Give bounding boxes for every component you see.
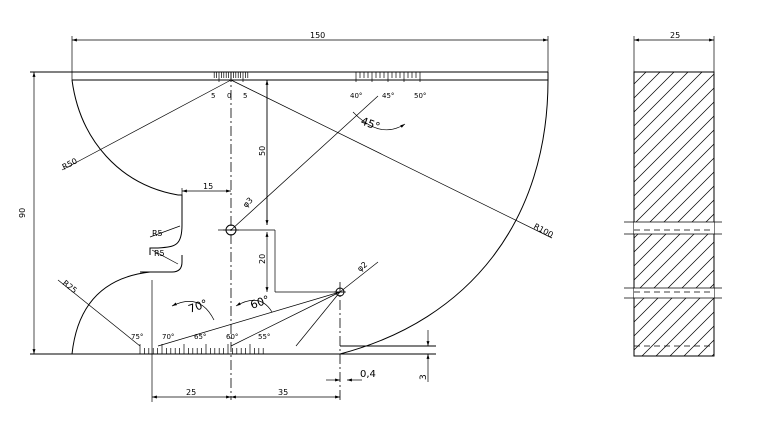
hatch-line <box>740 56 768 356</box>
angle-arcs <box>171 111 406 321</box>
hatch-line <box>697 339 714 356</box>
hole-small <box>334 287 346 297</box>
hatch-line <box>634 269 714 351</box>
hatch-line <box>634 185 714 267</box>
hatch-line <box>634 115 714 197</box>
angle-45-label: 45° <box>359 115 382 134</box>
angle-60-label: 60° <box>249 293 272 312</box>
scale-top-50: 50° <box>414 92 426 100</box>
scale-bottom-65: 65° <box>194 333 206 341</box>
hatch-line <box>634 87 714 169</box>
hatch-line <box>634 72 661 99</box>
hatch-line <box>634 72 675 113</box>
dim-90-label: 90 <box>18 208 27 218</box>
guide-lines <box>57 79 553 347</box>
hatch-line <box>634 143 714 225</box>
hole-large <box>223 224 239 236</box>
scale-top-45: 45° <box>382 92 394 100</box>
hatch-line <box>634 73 714 155</box>
hatch-line <box>634 241 714 323</box>
slit-depth-label: 3 <box>419 374 429 380</box>
hatch-line <box>669 311 714 356</box>
dim-35-bottom-label: 35 <box>278 388 288 397</box>
hatch-line <box>634 129 714 211</box>
hatch-line <box>634 171 714 253</box>
radius-r100-label: R100 <box>532 222 555 240</box>
hatch-line <box>348 56 648 356</box>
radius-r50-label: R50 <box>61 156 79 171</box>
radius-r5-lower-label: R5 <box>154 249 165 258</box>
hatch-line <box>334 56 634 356</box>
hatch-line <box>634 157 714 239</box>
radius-r25-label: R25 <box>61 278 79 295</box>
scale-top-5-left: 5 <box>211 92 215 100</box>
slit-width-label: 0,4 <box>360 369 376 380</box>
dimension-lines <box>32 36 549 402</box>
hatch-line <box>711 353 714 356</box>
scale-bottom-70: 70° <box>162 333 174 341</box>
hatch-line <box>634 227 714 309</box>
hatch-line <box>634 101 714 183</box>
top-scale-ticks <box>213 72 249 82</box>
scale-top-40: 40° <box>350 92 362 100</box>
hatch-line <box>634 255 714 337</box>
angle-70-label: 70° <box>187 297 210 316</box>
hatch-line <box>683 325 714 356</box>
hatch-line <box>726 56 768 356</box>
dim-50-label: 50 <box>258 146 267 156</box>
hole-small-label: φ2 <box>356 260 370 274</box>
hatch-line <box>634 72 703 141</box>
dim-150-label: 150 <box>310 31 325 40</box>
dim-20-label: 20 <box>258 254 267 264</box>
bottom-scale-ticks <box>139 344 264 354</box>
hatch-line <box>655 297 714 356</box>
side-view <box>334 36 768 357</box>
dim-25-bottom-label: 25 <box>186 388 196 397</box>
angle-scale-ticks <box>355 72 421 82</box>
hatch-line <box>641 283 714 356</box>
scale-bottom-75: 75° <box>131 333 143 341</box>
hatch-line <box>634 72 689 127</box>
hatch-line <box>634 199 714 281</box>
scale-bottom-55: 55° <box>258 333 270 341</box>
scale-top-5-right: 5 <box>243 92 247 100</box>
hatch-line <box>634 72 647 85</box>
center-lines <box>230 72 341 400</box>
hatch-line <box>634 213 714 295</box>
dim-side-25-label: 25 <box>670 31 680 40</box>
hole-large-label: φ3 <box>241 196 255 210</box>
dim-15-label: 15 <box>203 182 213 191</box>
block-outline <box>30 71 549 355</box>
scale-top-0: 0 <box>227 92 231 100</box>
scale-bottom-60: 60° <box>226 333 238 341</box>
hatch-line <box>754 56 768 356</box>
radius-r5-upper-label: R5 <box>152 229 163 238</box>
